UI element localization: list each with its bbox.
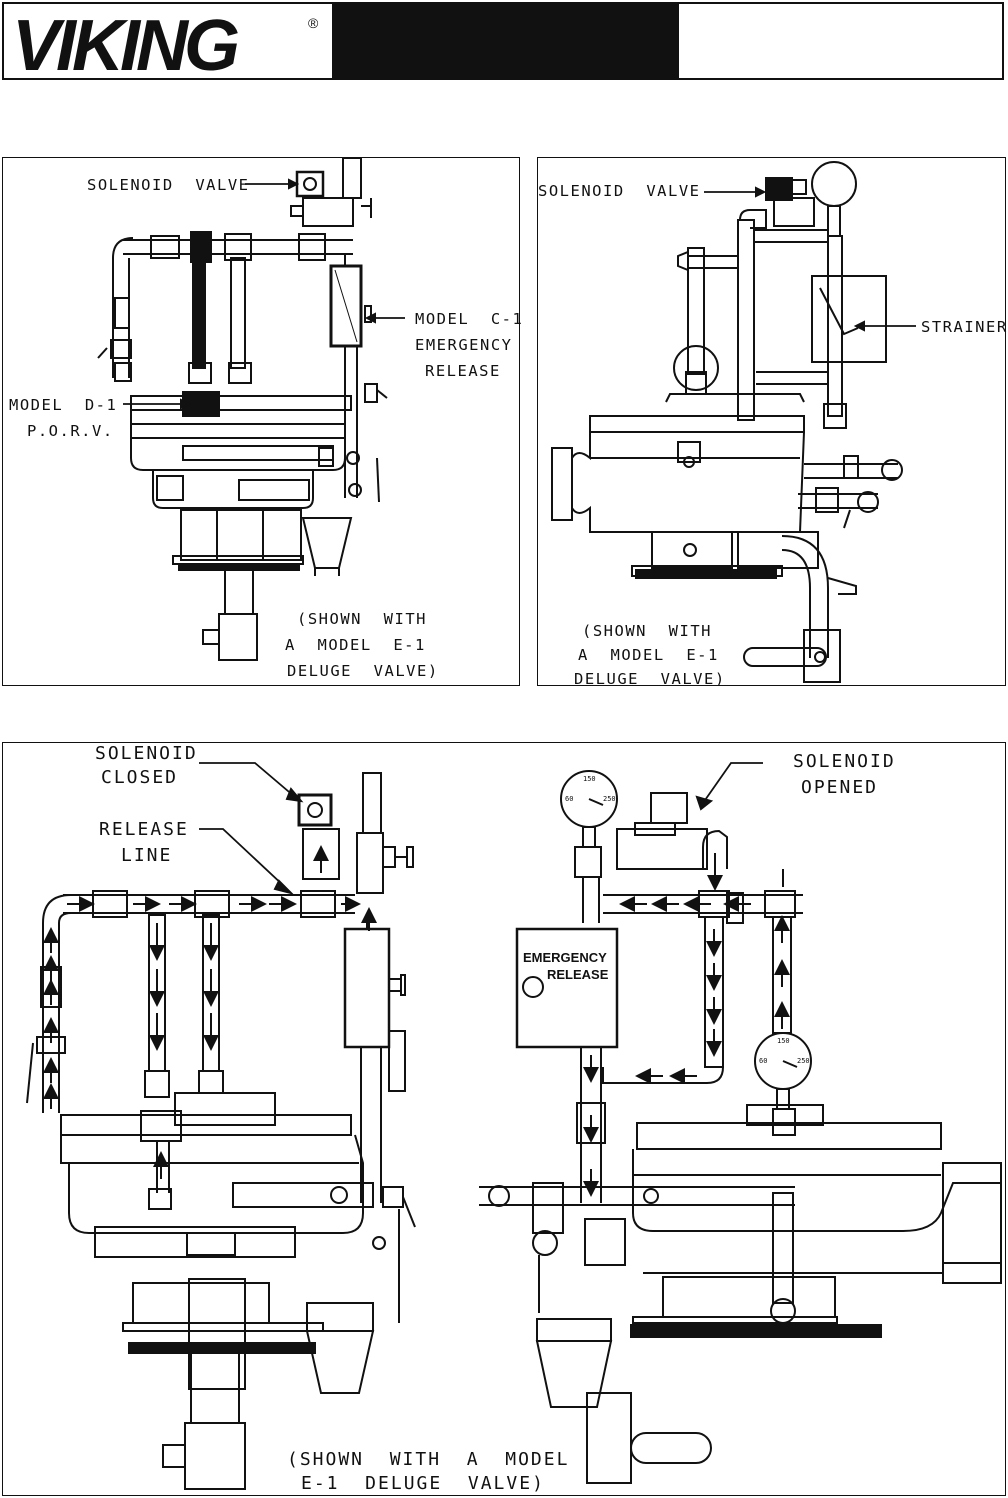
solenoid-closed-icon bbox=[297, 793, 333, 827]
note-line1: (SHOWN WITH bbox=[582, 622, 712, 640]
release-line-label2: LINE bbox=[121, 845, 173, 866]
logo-wordmark: VIKING bbox=[12, 10, 238, 76]
emergency-release-label2: RELEASE bbox=[547, 967, 609, 982]
solenoid-valve-label: SOLENOID VALVE bbox=[87, 176, 250, 194]
solenoid-opened-label1: SOLENOID bbox=[793, 751, 896, 772]
trim-drawing-c bbox=[26, 762, 1002, 1490]
registered-mark: ® bbox=[308, 15, 319, 31]
release-line-label1: RELEASE bbox=[99, 819, 189, 840]
viking-logo: VIKING ® bbox=[4, 4, 334, 78]
solenoid-opened-label2: OPENED bbox=[801, 777, 879, 798]
gauge-a-tick-right: 250 bbox=[603, 795, 616, 803]
gauge-b-tick-top: 150 bbox=[777, 1037, 790, 1045]
c1-label-line1: MODEL C-1 bbox=[415, 310, 524, 328]
gauge-b-tick-right: 250 bbox=[797, 1057, 810, 1065]
note-line1: (SHOWN WITH bbox=[297, 610, 427, 628]
solenoid-valve-icon bbox=[295, 170, 325, 198]
note-line2: E-1 DELUGE VALVE) bbox=[301, 1473, 545, 1494]
d1-label-line2: P.O.R.V. bbox=[27, 422, 114, 440]
gauge-b-tick-left: 60 bbox=[759, 1057, 768, 1065]
pressure-gauge-icon bbox=[811, 161, 857, 207]
note-line3: DELUGE VALVE) bbox=[574, 670, 726, 688]
solenoid-closed-label2: CLOSED bbox=[101, 767, 179, 788]
panel-flow-comparison: SOLENOID CLOSED RELEASE LINE SOLENOID OP… bbox=[2, 742, 1006, 1496]
c1-label-line3: RELEASE bbox=[425, 362, 501, 380]
d1-label-line1: MODEL D-1 bbox=[9, 396, 118, 414]
viking-logo-mark: VIKING ® bbox=[12, 10, 319, 76]
water-drop-icon bbox=[252, 24, 268, 53]
note-line2: A MODEL E-1 bbox=[285, 636, 426, 654]
c1-label-line2: EMERGENCY bbox=[415, 336, 513, 354]
panel-solenoid-right: SOLENOID VALVE STRAINER (SHOWN WITH A MO… bbox=[537, 157, 1008, 688]
strainer-label: STRAINER bbox=[921, 318, 1008, 336]
note-line2: A MODEL E-1 bbox=[578, 646, 719, 664]
trim-drawing-a bbox=[97, 158, 405, 661]
solenoid-closed-label1: SOLENOID bbox=[95, 743, 198, 764]
page-header: VIKING ® bbox=[2, 2, 1004, 80]
gauge-a-tick-left: 60 bbox=[565, 795, 574, 803]
strainer-box bbox=[811, 275, 887, 363]
note-line1: (SHOWN WITH A MODEL bbox=[287, 1449, 570, 1470]
solenoid-valve-icon bbox=[765, 177, 793, 201]
emergency-release-label1: EMERGENCY bbox=[523, 950, 607, 965]
trim-drawing-b bbox=[551, 161, 916, 683]
gauge-a-tick-top: 150 bbox=[583, 775, 596, 783]
note-line3: DELUGE VALVE) bbox=[287, 662, 439, 680]
solenoid-valve-label: SOLENOID VALVE bbox=[538, 182, 701, 200]
emergency-release-box bbox=[515, 927, 619, 1049]
header-black-band bbox=[334, 4, 677, 78]
solenoid-opened-icon bbox=[650, 792, 688, 824]
header-blank-cell bbox=[677, 4, 1002, 78]
panel-solenoid-left: SOLENOID VALVE MODEL C-1 EMERGENCY RELEA… bbox=[2, 157, 524, 686]
